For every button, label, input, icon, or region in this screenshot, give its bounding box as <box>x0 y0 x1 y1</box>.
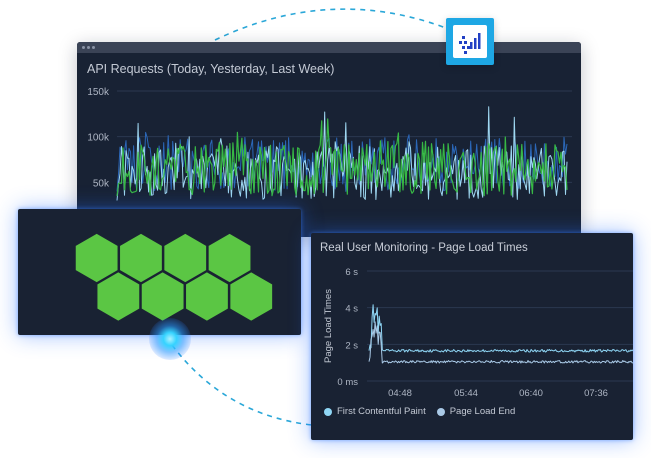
rum-series-line-1 <box>368 321 633 364</box>
x-tick-label: 07:36 <box>584 388 608 399</box>
chart-legend: First Contentful Paint Page Load End <box>324 406 515 417</box>
api-requests-panel: 150k 100k 50k API Requests (Today, Yesterd… <box>77 42 581 237</box>
connector-bottom <box>171 344 313 426</box>
y-tick-label: 2 s <box>345 340 358 351</box>
window-dot <box>82 46 85 49</box>
legend-swatch-icon <box>324 407 332 416</box>
host-hexagon[interactable] <box>95 270 141 323</box>
host-hexagon[interactable] <box>207 232 252 284</box>
series-line-2 <box>116 118 568 197</box>
page-load-chart: 6 s 4 s 2 s 0 ms Page Load Times 04:48 05:44 06… <box>323 267 633 399</box>
y-axis-label: Page Load Times <box>323 289 334 363</box>
x-tick-label: 04:48 <box>388 388 412 399</box>
bar-chart-logo-icon <box>453 25 487 58</box>
glow-node-icon <box>149 318 191 360</box>
app-logo <box>446 18 494 65</box>
api-requests-chart: 150k 100k 50k <box>87 87 572 201</box>
host-hexagon[interactable] <box>228 270 274 323</box>
host-hexagon[interactable] <box>74 232 120 284</box>
legend-label: Page Load End <box>449 406 516 417</box>
y-tick-label: 4 s <box>345 304 358 315</box>
rum-panel: Real User Monitoring - Page Load Times 6… <box>311 233 633 440</box>
host-hexagon[interactable] <box>118 232 164 284</box>
x-tick-label: 05:44 <box>454 388 478 399</box>
api-panel-title: API Requests (Today, Yesterday, Last Wee… <box>87 62 335 76</box>
window-titlebar <box>77 42 581 53</box>
y-tick-label: 50k <box>93 178 110 189</box>
window-dot <box>92 46 95 49</box>
legend-label: First Contentful Paint <box>337 406 426 417</box>
window-dot <box>87 46 90 49</box>
rum-panel-title: Real User Monitoring - Page Load Times <box>320 242 528 254</box>
y-tick-label: 150k <box>87 87 110 98</box>
host-map-panel <box>18 209 301 335</box>
rum-series-line-0 <box>368 304 633 353</box>
hexagon-grid <box>74 232 274 323</box>
legend-swatch-icon <box>436 407 445 416</box>
host-hexagon[interactable] <box>162 232 208 284</box>
legend-item[interactable]: Page Load End <box>436 406 516 417</box>
legend-item[interactable]: First Contentful Paint <box>324 406 426 417</box>
host-hexagon[interactable] <box>184 270 230 323</box>
y-tick-label: 0 ms <box>337 377 358 388</box>
y-tick-label: 100k <box>87 133 110 144</box>
x-tick-label: 06:40 <box>519 388 543 399</box>
connector-top <box>214 8 447 41</box>
y-tick-label: 6 s <box>345 267 358 278</box>
